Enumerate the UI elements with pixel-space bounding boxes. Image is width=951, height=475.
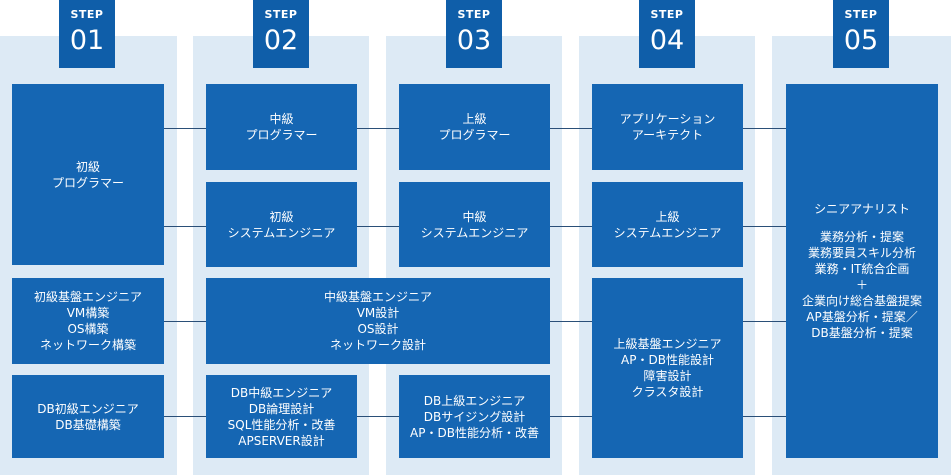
box-line: 障害設計 <box>643 369 692 383</box>
step-label: STEP <box>650 8 684 21</box>
step-number: 05 <box>843 25 879 56</box>
box-line: 初級基盤エンジニア <box>33 290 142 304</box>
box-senior-system-engineer: 上級 システムエンジニア <box>592 182 743 267</box>
connector-infra-2-4 <box>550 321 592 322</box>
box-line: ネットワーク設計 <box>329 338 426 352</box>
box-line: 上級 <box>462 112 487 126</box>
connector-programmer-3-4 <box>550 128 592 129</box>
box-line: プログラマー <box>51 175 124 190</box>
box-application-architect: アプリケーション アーキテクト <box>592 84 743 170</box>
step-label: STEP <box>70 8 104 21</box>
step-04-header: STEP 04 <box>639 0 695 68</box>
box-line: DB初級エンジニア <box>37 401 139 416</box>
box-senior-programmer: 上級 プログラマー <box>399 84 550 170</box>
box-mid-infra-engineer: 中級基盤エンジニア VM設計 OS設計 ネットワーク設計 <box>206 278 550 364</box>
box-line: DBサイジング設計 <box>423 409 526 424</box>
box-line: DB中級エンジニア <box>230 385 333 400</box>
connector-db-1-2 <box>164 416 206 417</box>
box-line: DB基礎構築 <box>55 417 121 432</box>
box-line: DB論理設計 <box>248 401 315 416</box>
connector-se-1-2 <box>164 226 206 227</box>
box-line: システムエンジニア <box>613 225 722 240</box>
box-line: 中級基盤エンジニア <box>323 290 432 304</box>
box-title: シニアアナリスト <box>814 202 910 216</box>
step-03-header: STEP 03 <box>446 0 502 68</box>
step-label: STEP <box>264 8 298 21</box>
box-line: アプリケーション <box>619 112 716 126</box>
box-line: ＋ <box>855 278 868 292</box>
box-line: OS設計 <box>357 322 399 336</box>
box-line: システムエンジニア <box>420 225 529 240</box>
step-number: 04 <box>649 25 685 56</box>
box-line: APSERVER設計 <box>238 433 325 448</box>
box-line: 業務要員スキル分析 <box>807 246 916 260</box>
box-line: プログラマー <box>438 128 511 142</box>
box-db-junior-engineer: DB初級エンジニア DB基礎構築 <box>12 375 164 458</box>
connector-infra-1-2 <box>164 321 206 322</box>
box-line: VM構築 <box>66 306 110 320</box>
connector-programmer-1-2 <box>164 128 206 129</box>
box-line: 上級基盤エンジニア <box>613 337 722 351</box>
box-line: クラスタ設計 <box>631 385 704 399</box>
box-line: OS構築 <box>67 322 109 336</box>
box-line: VM設計 <box>356 306 400 320</box>
box-line: 業務・IT統合企画 <box>814 262 910 276</box>
box-senior-analyst: シニアアナリスト 業務分析・提案 業務要員スキル分析 業務・IT統合企画 ＋ 企… <box>786 84 938 458</box>
box-db-mid-engineer: DB中級エンジニア DB論理設計 SQL性能分析・改善 APSERVER設計 <box>206 375 357 458</box>
box-line: DB上級エンジニア <box>423 393 526 408</box>
box-line: SQL性能分析・改善 <box>227 417 336 432</box>
connector-se-3-4 <box>550 226 592 227</box>
connector-programmer-2-3 <box>357 128 399 129</box>
box-line: システムエンジニア <box>227 225 336 240</box>
box-line: 中級 <box>462 209 487 224</box>
connector-db-4-5 <box>743 416 786 417</box>
box-db-senior-engineer: DB上級エンジニア DBサイジング設計 AP・DB性能分析・改善 <box>399 375 550 458</box>
box-line: 上級 <box>655 209 680 224</box>
box-line: 初級 <box>75 159 100 174</box>
step-number: 01 <box>69 25 105 56</box>
step-label: STEP <box>457 8 491 21</box>
box-line: AP基盤分析・提案／ <box>806 310 918 324</box>
box-line: AP・DB性能設計 <box>621 353 714 367</box>
box-line: DB基盤分析・提案 <box>811 326 913 340</box>
box-line: 業務分析・提案 <box>819 230 904 244</box>
box-line: 企業向け総合基盤提案 <box>801 294 922 308</box>
box-mid-programmer: 中級 プログラマー <box>206 84 357 170</box>
box-line: アーキテクト <box>631 128 704 142</box>
box-line: 初級 <box>269 209 294 224</box>
step-label: STEP <box>844 8 878 21</box>
box-line: AP・DB性能分析・改善 <box>410 425 539 440</box>
box-line: ネットワーク構築 <box>39 338 136 352</box>
box-junior-infra-engineer: 初級基盤エンジニア VM構築 OS構築 ネットワーク構築 <box>12 278 164 364</box>
connector-se-4-5 <box>743 226 786 227</box>
connector-architect-4-5 <box>743 128 786 129</box>
step-number: 03 <box>456 25 492 56</box>
connector-db-3-4 <box>550 416 592 417</box>
step-05-header: STEP 05 <box>833 0 889 68</box>
connector-db-2-3 <box>357 416 399 417</box>
step-01-header: STEP 01 <box>59 0 115 68</box>
box-senior-infra-engineer: 上級基盤エンジニア AP・DB性能設計 障害設計 クラスタ設計 <box>592 278 743 458</box>
box-junior-programmer: 初級 プログラマー <box>12 84 164 265</box>
connector-se-2-3 <box>357 226 399 227</box>
box-junior-system-engineer: 初級 システムエンジニア <box>206 182 357 267</box>
step-number: 02 <box>263 25 299 56</box>
box-mid-system-engineer: 中級 システムエンジニア <box>399 182 550 267</box>
connector-infra-4-5 <box>743 321 786 322</box>
box-line: プログラマー <box>245 128 318 142</box>
step-02-header: STEP 02 <box>253 0 309 68</box>
box-line: 中級 <box>269 112 294 126</box>
